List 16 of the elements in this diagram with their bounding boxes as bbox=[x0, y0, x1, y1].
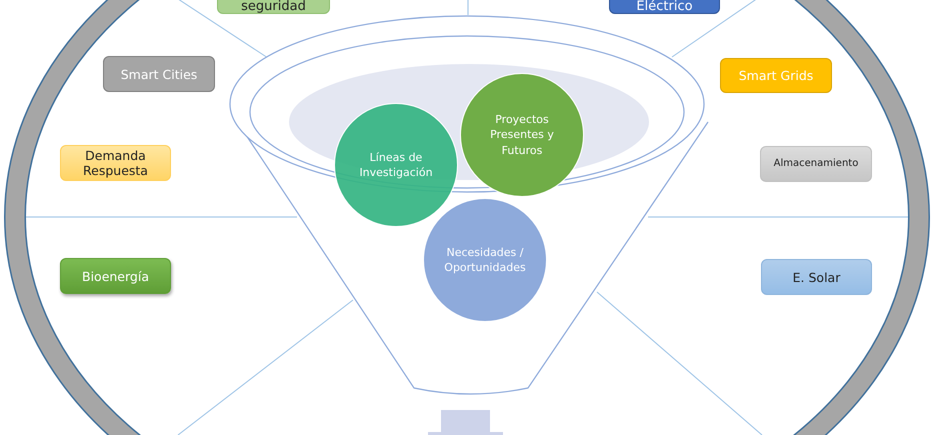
category-box bbox=[60, 145, 171, 181]
node-label: Proyectos Presentes y Futuros bbox=[489, 112, 555, 158]
node-label: E. Solar bbox=[792, 270, 840, 284]
node-label: Smart Cities bbox=[120, 66, 198, 82]
node-label: Demanda Respuesta bbox=[82, 148, 149, 178]
category-box bbox=[103, 56, 215, 92]
category-box bbox=[761, 259, 872, 295]
node-label: Bioenergía bbox=[82, 268, 149, 284]
category-box bbox=[760, 146, 872, 182]
category-box bbox=[60, 258, 171, 294]
node-label: seguridad bbox=[241, 0, 306, 13]
node-label: Almacenamiento bbox=[774, 158, 858, 170]
node-label: Necesidades / Oportunidades bbox=[443, 244, 527, 276]
node-label: Líneas de Investigación bbox=[358, 150, 434, 180]
category-box bbox=[720, 58, 832, 93]
node-label: Smart Grids bbox=[738, 68, 814, 83]
